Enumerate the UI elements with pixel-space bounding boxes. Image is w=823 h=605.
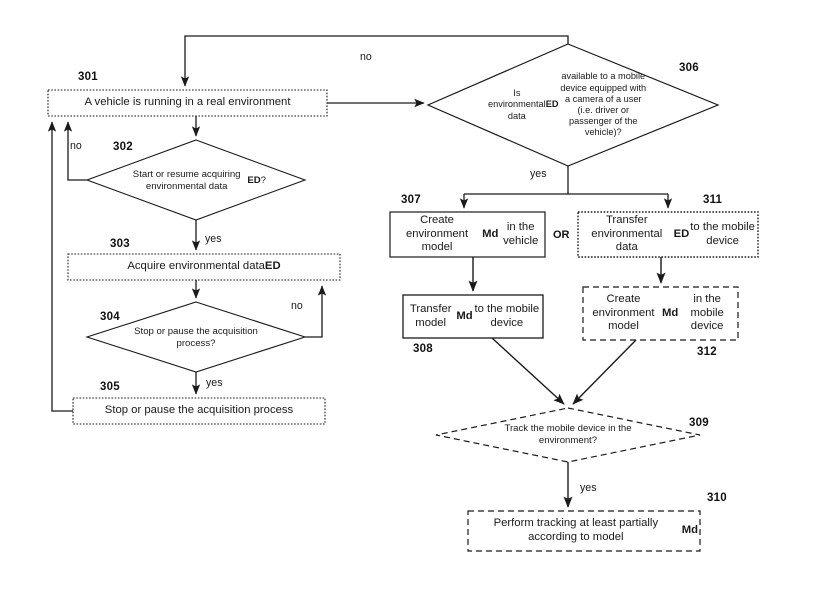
ref-label-312: 312 — [697, 346, 717, 358]
shape-310 — [467, 510, 701, 552]
edge-label-yes-302: yes — [205, 233, 222, 245]
ref-label-306: 306 — [679, 62, 699, 74]
ref-label-308: 308 — [413, 343, 433, 355]
edge-label-yes-309: yes — [580, 482, 597, 494]
edge-306-no-to-301 — [180, 35, 569, 87]
ref-label-310: 310 — [707, 492, 727, 504]
edge-306-yes-bus — [464, 166, 668, 195]
edge-304-no-to-303 — [305, 285, 327, 338]
shape-308 — [402, 294, 544, 339]
shape-305 — [72, 397, 326, 425]
ref-label-311: 311 — [703, 194, 723, 206]
edge-label-no-306: no — [360, 51, 372, 63]
shape-303 — [67, 253, 341, 281]
edge-label-yes-306: yes — [530, 168, 547, 180]
ref-label-303: 303 — [110, 238, 130, 250]
edge-label-yes-304: yes — [206, 377, 223, 389]
ref-label-309: 309 — [689, 417, 709, 429]
ref-label-305: 305 — [100, 381, 120, 393]
ref-label-307: 307 — [401, 194, 421, 206]
shape-306 — [426, 43, 720, 167]
edge-label-no-302: no — [70, 140, 82, 152]
ref-label-304: 304 — [100, 311, 120, 323]
or-label: OR — [553, 229, 570, 241]
ref-label-301: 301 — [78, 71, 98, 83]
edge-label-no-304: no — [291, 300, 303, 312]
edge-305-to-301 — [47, 121, 73, 412]
shape-312 — [582, 286, 739, 341]
shape-311 — [577, 211, 759, 258]
shape-307 — [389, 211, 546, 258]
shape-301 — [47, 89, 328, 117]
ref-label-302: 302 — [113, 141, 133, 153]
shape-309 — [435, 407, 701, 463]
edge-312-to-309 — [572, 339, 637, 405]
edge-302-no-to-301 — [63, 121, 87, 181]
edge-308-to-309 — [491, 337, 565, 405]
